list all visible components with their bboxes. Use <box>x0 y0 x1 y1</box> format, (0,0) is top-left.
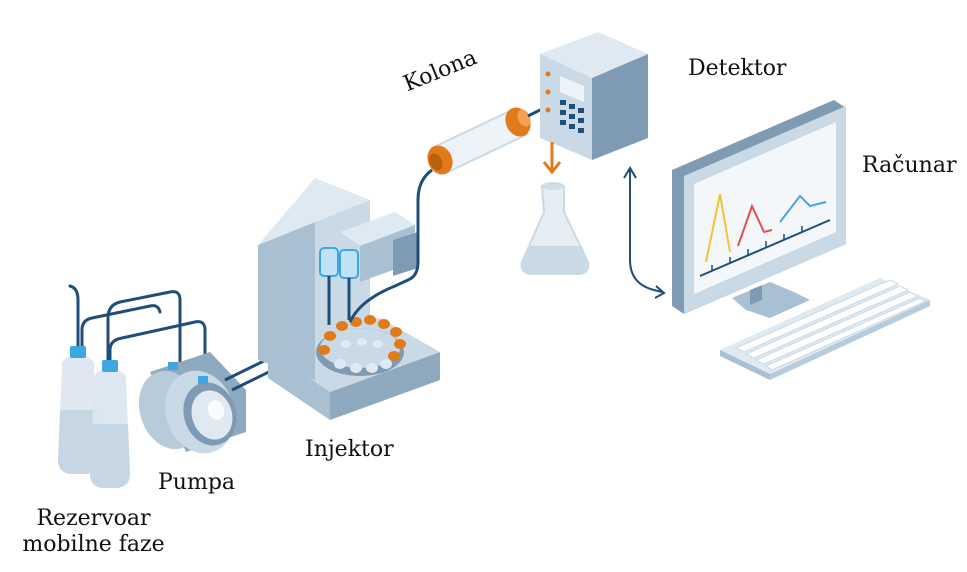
solvent-bottle-icon <box>58 346 98 474</box>
label-reservoir-line1: Rezervoar <box>36 506 151 531</box>
column-icon <box>427 107 531 175</box>
data-link-arrow <box>623 166 666 299</box>
label-detector: Detektor <box>688 56 787 81</box>
detector-icon <box>540 32 648 160</box>
solvent-bottle-icon <box>90 360 130 488</box>
solvent-tubing <box>68 284 207 380</box>
label-mobile-phase-reservoir: Rezervoar mobilne faze <box>6 506 181 559</box>
injector-column-tubing <box>348 168 433 323</box>
label-injector: Injektor <box>305 437 394 462</box>
computer-monitor-icon <box>672 100 846 318</box>
label-computer: Računar <box>862 153 957 178</box>
chromatogram-plot <box>699 193 831 277</box>
sample-vials <box>318 315 406 373</box>
flask-icon <box>520 182 590 275</box>
keyboard-icon <box>720 278 930 380</box>
label-reservoir-line2: mobilne faze <box>22 532 165 558</box>
injector-icon <box>258 178 440 420</box>
pump-icon <box>138 352 246 454</box>
label-pump: Pumpa <box>158 470 236 495</box>
arrow-down-icon <box>542 142 562 175</box>
